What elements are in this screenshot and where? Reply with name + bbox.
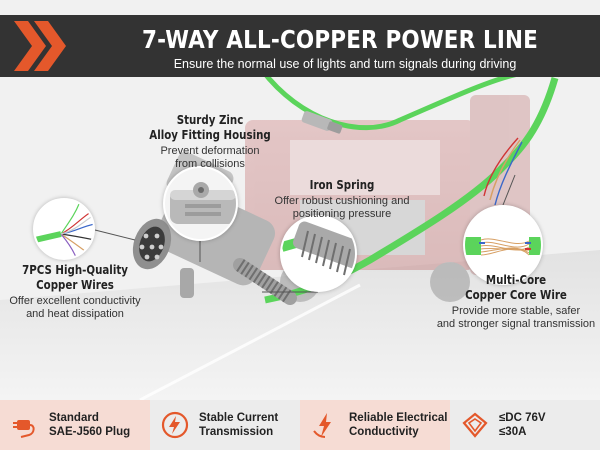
plug-icon <box>10 410 40 440</box>
callout-title: Alloy Fitting Housing <box>149 127 271 142</box>
callout-description: from collisions <box>175 158 245 170</box>
zinc-housing-detail-lens <box>163 166 238 241</box>
lightning-icon <box>160 410 190 440</box>
feature-plug: Standard SAE-J560 Plug <box>0 400 150 450</box>
splayed-wires <box>483 137 523 206</box>
iron-spring-detail-lens <box>280 215 357 292</box>
page-title: 7-WAY ALL-COPPER POWER LINE <box>141 25 539 54</box>
callout-description: Prevent deformation <box>160 145 260 157</box>
callout-description: positioning pressure <box>292 208 392 220</box>
chevron-right-icon <box>14 21 66 71</box>
feature-line: ≤30A <box>499 426 527 438</box>
feature-line: Stable Current <box>199 412 279 424</box>
callout-description: Offer excellent conductivity <box>9 295 141 307</box>
callout-title: Iron Spring <box>309 177 375 192</box>
bolt-hand-icon <box>310 410 340 440</box>
page-subtitle: Ensure the normal use of lights and turn… <box>173 57 517 71</box>
feature-line: Conductivity <box>349 426 419 438</box>
callout-title: Multi-Core <box>485 272 547 287</box>
callout-description: and heat dissipation <box>26 308 124 320</box>
copper-core-detail-lens <box>463 205 543 285</box>
callout-title: Sturdy Zinc <box>176 112 244 127</box>
callout-copper-core: Multi-Core Copper Core Wire Provide more… <box>432 272 600 331</box>
feature-current: Stable Current Transmission <box>150 400 300 450</box>
feature-strip: Standard SAE-J560 Plug Stable Current Tr… <box>0 400 600 450</box>
feature-line: Standard <box>49 412 99 424</box>
callout-description: Offer robust cushioning and <box>274 195 410 207</box>
feature-line: ≤DC 76V <box>499 412 546 424</box>
callout-iron-spring: Iron Spring Offer robust cushioning and … <box>262 177 422 221</box>
leader-lines <box>94 174 516 293</box>
diamond-icon <box>460 410 490 440</box>
feature-rating: ≤DC 76V ≤30A <box>450 400 600 450</box>
callout-description: and stronger signal transmission <box>436 318 596 330</box>
callout-title: Copper Core Wire <box>465 287 567 302</box>
header-banner: 7-WAY ALL-COPPER POWER LINE Ensure the n… <box>0 15 600 77</box>
wires-detail-lens <box>33 198 95 260</box>
feature-line: SAE-J560 Plug <box>49 426 131 438</box>
callout-title: 7PCS High-Quality <box>22 262 128 277</box>
feature-line: Transmission <box>199 426 274 438</box>
feature-conductivity: Reliable Electrical Conductivity <box>300 400 450 450</box>
small-plug-icon <box>301 111 343 134</box>
callout-title: Copper Wires <box>36 277 114 292</box>
feature-line: Reliable Electrical <box>349 412 448 424</box>
callout-zinc-housing: Sturdy Zinc Alloy Fitting Housing Preven… <box>135 112 285 171</box>
callout-description: Provide more stable, safer <box>451 305 581 317</box>
callout-copper-wires: 7PCS High-Quality Copper Wires Offer exc… <box>0 262 150 321</box>
